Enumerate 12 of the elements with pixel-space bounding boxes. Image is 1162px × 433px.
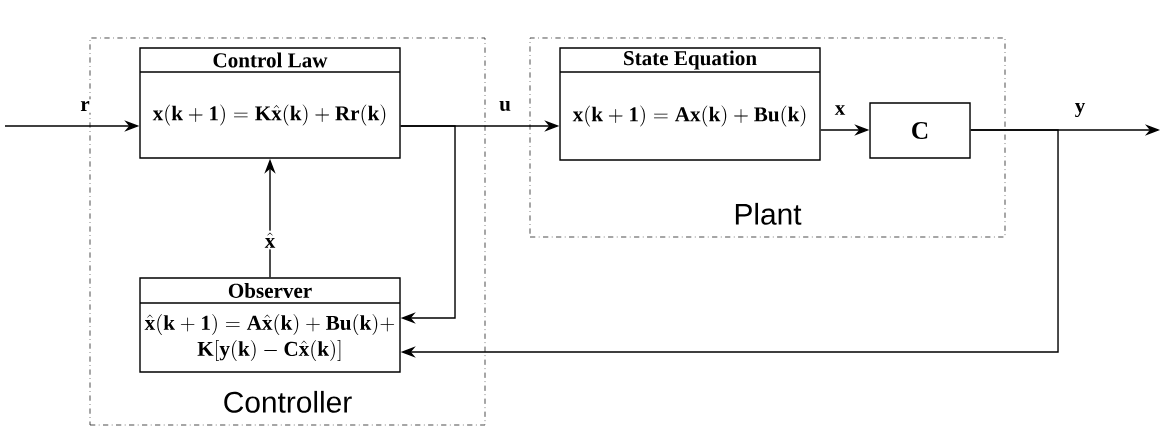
edge-label: y	[1073, 101, 1088, 119]
group-label: Plant	[735, 202, 802, 225]
arrow	[400, 125, 456, 324]
edge-label: x	[833, 103, 848, 117]
group-label: Controller	[224, 390, 352, 413]
edge-label: u	[497, 99, 513, 113]
block: $\mathbf{C}$	[869, 102, 971, 159]
block: State Equation $\mathbf{x(k+1)=Ax(k)+Bu(k)}$	[559, 47, 821, 161]
edge-label: $\hat{\mathbf{x}}$	[262, 230, 278, 250]
block: Observer $\hat{\mathbf{x}}\mathbf{(k+1)=A}\hat{\mathbf{x}}\mathbf{(k)+Bu(k)+}$ $\mathbf{K[y(k)-C}\hat{\mathbf{x}}\mathbf{(k)]}$	[139, 277, 401, 373]
block: Control Law $\mathbf{x(k+1)=K}\hat{\mathbf{x}}\mathbf{(k)+Rr(k)}$	[139, 47, 401, 159]
edge-label: r	[78, 99, 92, 113]
